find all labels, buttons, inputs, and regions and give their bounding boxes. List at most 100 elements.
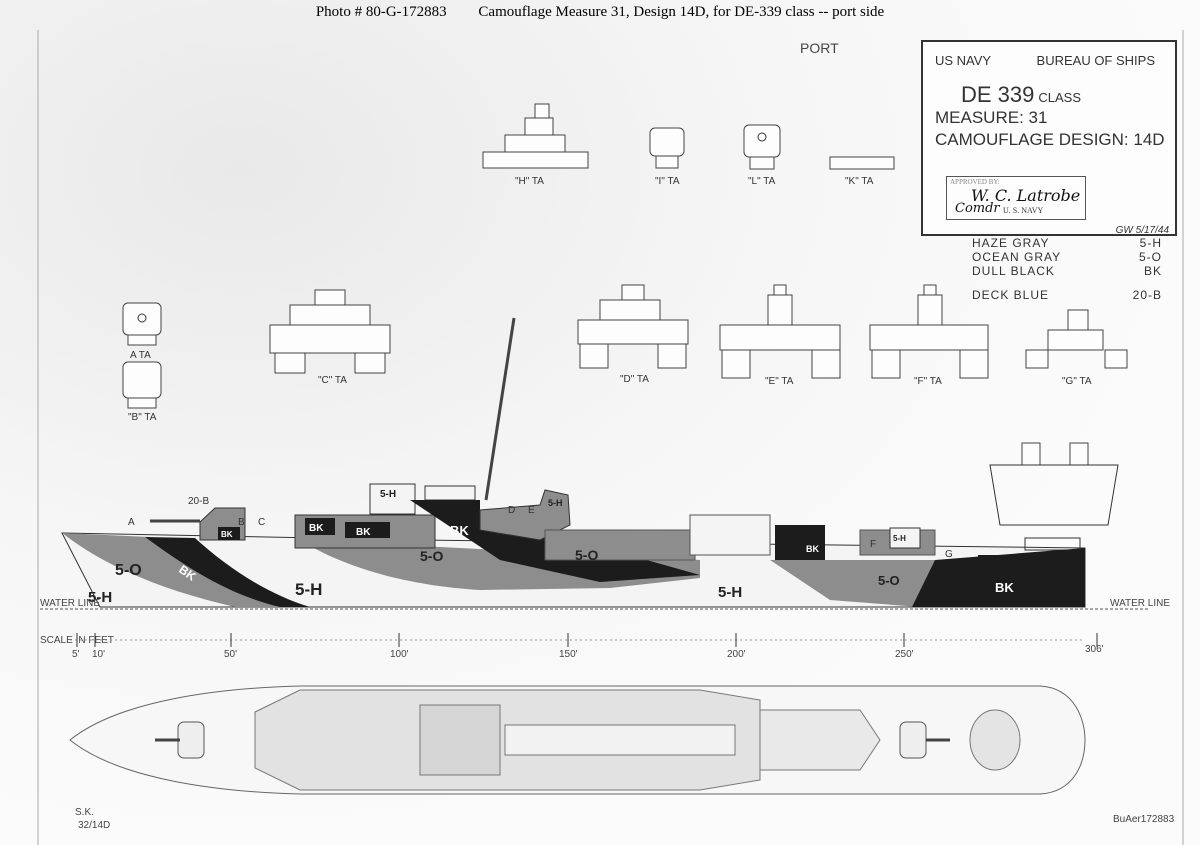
view-label-e: "E" TA bbox=[765, 376, 794, 387]
legend-name: DULL BLACK bbox=[972, 264, 1055, 278]
legend-name: DECK BLUE bbox=[972, 288, 1050, 302]
aft-bridge bbox=[479, 489, 571, 541]
stamp: BuAer172883 bbox=[1113, 814, 1175, 825]
label-5h: 5-H bbox=[548, 498, 563, 508]
scale-tick: 150' bbox=[559, 649, 578, 660]
ref-e: E bbox=[528, 505, 535, 516]
scale-tick: 306' bbox=[1085, 644, 1104, 655]
view-a: A TA bbox=[122, 302, 162, 361]
caption-title: Camouflage Measure 31, Design 14D, for D… bbox=[478, 4, 885, 20]
scale-tick: 250' bbox=[895, 649, 914, 660]
view-l: "L" TA bbox=[743, 124, 781, 187]
design-label: CAMOUFLAGE DESIGN: 14D bbox=[935, 130, 1165, 149]
plan-aft-house bbox=[759, 709, 881, 771]
waterline-label-right: WATER LINE bbox=[1110, 598, 1170, 609]
photo-number: Photo # 80-G-172883 bbox=[315, 4, 447, 20]
view-label-a: A TA bbox=[130, 350, 151, 361]
view-label-f: "F" TA bbox=[914, 376, 942, 387]
view-k: "K" TA bbox=[829, 156, 895, 187]
plan-midship bbox=[504, 724, 736, 756]
label-bk: BK bbox=[221, 530, 233, 539]
legend-code: 5-H bbox=[1139, 236, 1162, 250]
plan-forward-gun bbox=[177, 721, 205, 759]
bureau-label: BUREAU OF SHIPS bbox=[1036, 53, 1155, 68]
label-5h: 5-H bbox=[88, 589, 112, 606]
bridge-top bbox=[424, 485, 476, 501]
scale-tick: 50' bbox=[224, 649, 237, 660]
bow-dull-black bbox=[145, 537, 310, 607]
legend-name: HAZE GRAY bbox=[972, 236, 1050, 250]
aft-house-black bbox=[775, 525, 825, 563]
legend-row: HAZE GRAY 5-H bbox=[972, 236, 1162, 250]
stern-dull-black bbox=[912, 548, 1085, 607]
port-label: PORT bbox=[800, 40, 839, 56]
ref-g: G bbox=[945, 549, 953, 560]
view-d: "D" TA bbox=[577, 284, 689, 385]
view-label-b: "B" TA bbox=[128, 412, 157, 423]
label-5h: 5-H bbox=[718, 584, 742, 601]
stern-ocean-gray bbox=[770, 560, 940, 607]
scale-tick: 10' bbox=[92, 649, 105, 660]
view-g: "G" TA bbox=[1025, 309, 1128, 387]
approved-by-label: APPROVED BY: bbox=[950, 178, 1000, 186]
drawing-id: S.K.32/14D bbox=[75, 807, 110, 831]
navy-label: U. S. NAVY bbox=[1003, 206, 1044, 215]
label-20b: 20-B bbox=[188, 496, 209, 507]
scale-tick: 5' bbox=[72, 649, 80, 660]
view-f: "F" TA bbox=[869, 284, 989, 387]
legend-code: BK bbox=[1143, 264, 1162, 278]
house-black-box bbox=[345, 522, 390, 538]
label-bk: BK bbox=[806, 544, 819, 554]
view-label-i: "I" TA bbox=[655, 176, 680, 187]
label-bk: BK bbox=[356, 527, 371, 538]
ref-d: D bbox=[508, 505, 515, 516]
label-5o: 5-O bbox=[115, 562, 142, 579]
legend-row: DECK BLUE 20-B bbox=[972, 288, 1162, 302]
view-label-k: "K" TA bbox=[845, 176, 874, 187]
aft-house bbox=[689, 514, 771, 556]
house-black-box bbox=[305, 518, 335, 535]
view-label-g: "G" TA bbox=[1062, 376, 1092, 387]
plan-stern-mount bbox=[969, 709, 1021, 771]
ref-a: A bbox=[128, 517, 135, 528]
midship-house bbox=[544, 529, 696, 561]
view-label-c: "C" TA bbox=[318, 375, 347, 386]
ref-c: C bbox=[258, 517, 265, 528]
approval-stamp: APPROVED BY: W. C. Latrobe Comdr U. S. N… bbox=[946, 176, 1086, 220]
waterline-label-left: WATER LINE bbox=[40, 598, 100, 609]
view-label-l: "L" TA bbox=[748, 176, 776, 187]
scale-tick: 200' bbox=[727, 649, 746, 660]
org-label: US NAVY bbox=[935, 53, 992, 68]
view-e: "E" TA bbox=[719, 284, 841, 387]
signature: W. C. Latrobe bbox=[971, 186, 1081, 205]
label-5o: 5-O bbox=[575, 547, 598, 563]
class-name: DE 339 bbox=[961, 82, 1035, 107]
view-stern-section bbox=[989, 442, 1119, 526]
legend-name: OCEAN GRAY bbox=[972, 250, 1062, 264]
scale-tick: 100' bbox=[390, 649, 409, 660]
label-bk: BK bbox=[309, 523, 324, 534]
label-5o: 5-O bbox=[878, 573, 900, 588]
legend-row: DULL BLACK BK bbox=[972, 264, 1162, 278]
ref-f: F bbox=[870, 539, 876, 550]
plan-bridge bbox=[419, 704, 501, 776]
plan-aft-gun bbox=[899, 721, 927, 759]
aft-gun-shield bbox=[889, 527, 921, 549]
mast bbox=[484, 317, 516, 501]
label-5h: 5-H bbox=[295, 580, 322, 599]
label-bk: BK bbox=[995, 580, 1014, 595]
legend-code: 5-O bbox=[1138, 250, 1162, 264]
ref-b: B bbox=[238, 517, 245, 528]
legend-code: 20-B bbox=[1132, 288, 1162, 302]
photo-caption: Photo # 80-G-172883 Camouflage Measure 3… bbox=[0, 4, 1200, 21]
rank: Comdr bbox=[955, 201, 1000, 216]
gun-mount-black bbox=[218, 527, 240, 540]
class-suffix: CLASS bbox=[1038, 90, 1082, 105]
view-i: "I" TA bbox=[649, 127, 685, 187]
measure-label: MEASURE: 31 bbox=[935, 108, 1048, 127]
bridge-front bbox=[369, 483, 416, 515]
